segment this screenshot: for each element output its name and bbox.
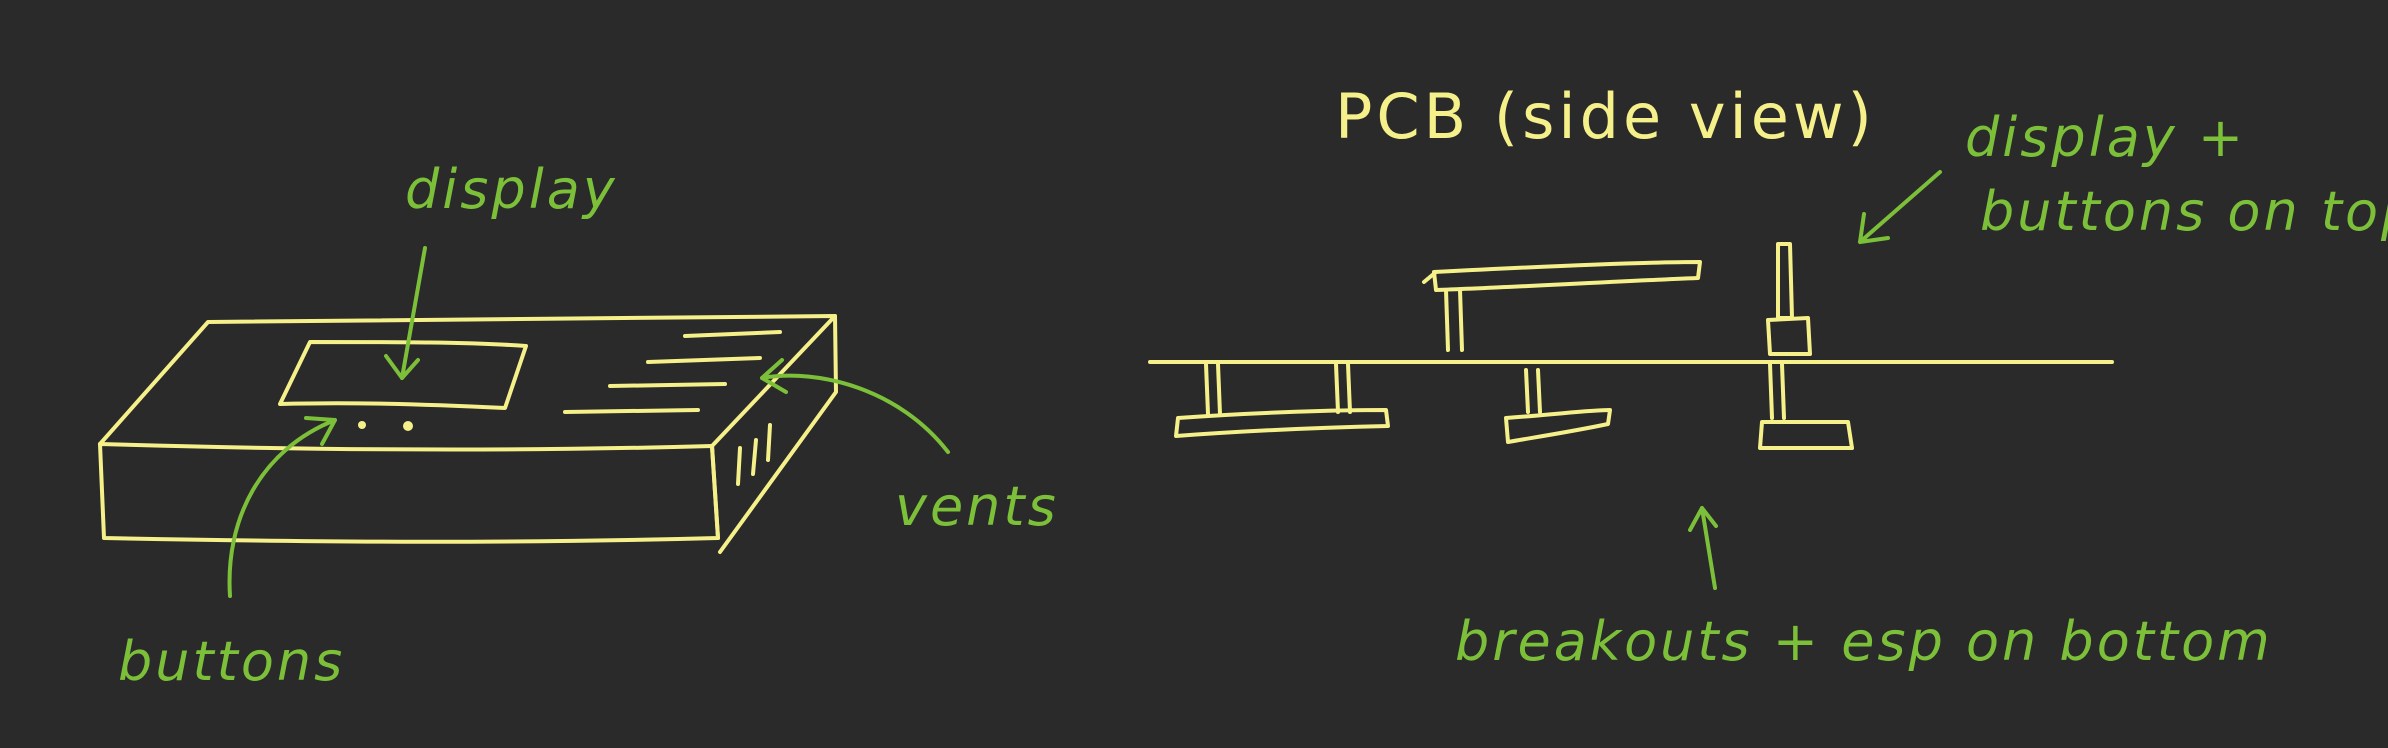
pcb-annotations: display + buttons on top breakouts + esp… — [1455, 106, 2388, 673]
pcb-bottom-pin — [1334, 362, 1340, 414]
enclosure-right-face — [710, 314, 838, 554]
display-buttons-top-label-line2: buttons on top — [1980, 180, 2388, 243]
enclosure-top-vent — [563, 408, 700, 414]
enclosure-sketch — [98, 314, 838, 554]
display-buttons-top-arrow — [1858, 170, 1942, 244]
pcb-top-button — [1776, 242, 1794, 320]
pcb-top-button-base — [1766, 316, 1812, 356]
pcb-bottom-pin — [1204, 362, 1210, 416]
pcb-display-module — [1432, 260, 1702, 292]
enclosure-button — [358, 421, 366, 429]
enclosure-annotations: display buttons vents — [118, 158, 1059, 693]
pcb-bottom-pin — [1768, 362, 1774, 420]
pcb-display-pin — [1444, 288, 1450, 352]
breakouts-bottom-label: breakouts + esp on bottom — [1455, 610, 2273, 673]
pcb-bottom-component — [1758, 420, 1854, 450]
buttons-arrow — [227, 416, 337, 598]
enclosure-side-vent — [766, 423, 772, 462]
pcb-bottom-pin — [1216, 362, 1222, 416]
pcb-display-pin — [1422, 270, 1438, 284]
enclosure-display-window — [278, 340, 528, 410]
vents-arrow — [760, 358, 950, 454]
display-buttons-top-label-line1: display + — [1965, 106, 2246, 169]
pcb-bottom-pin — [1346, 362, 1352, 414]
vents-label: vents — [895, 475, 1059, 538]
pcb-breakout-board — [1174, 408, 1390, 438]
pcb-bottom-pin — [1780, 362, 1786, 420]
buttons-label: buttons — [118, 630, 345, 693]
enclosure-front-face — [98, 442, 720, 544]
enclosure-top-vent — [608, 382, 727, 388]
enclosure-side-vent — [751, 438, 758, 476]
breakouts-bottom-arrow — [1688, 506, 1718, 590]
enclosure-side-vent — [736, 446, 742, 486]
display-arrow — [384, 246, 427, 380]
pcb-display-pin — [1458, 288, 1464, 352]
enclosure-top-vent — [683, 330, 782, 338]
pcb-esp-board — [1504, 408, 1612, 444]
pcb-bottom-pin — [1524, 368, 1530, 414]
enclosure-top-face — [98, 314, 837, 448]
enclosure-top-vent — [646, 356, 762, 364]
pcb-sketch — [1148, 242, 2114, 450]
pcb-bottom-pin — [1536, 368, 1542, 414]
pcb-title: PCB (side view) — [1335, 80, 1876, 153]
display-label: display — [405, 158, 618, 221]
enclosure-button — [403, 421, 413, 431]
